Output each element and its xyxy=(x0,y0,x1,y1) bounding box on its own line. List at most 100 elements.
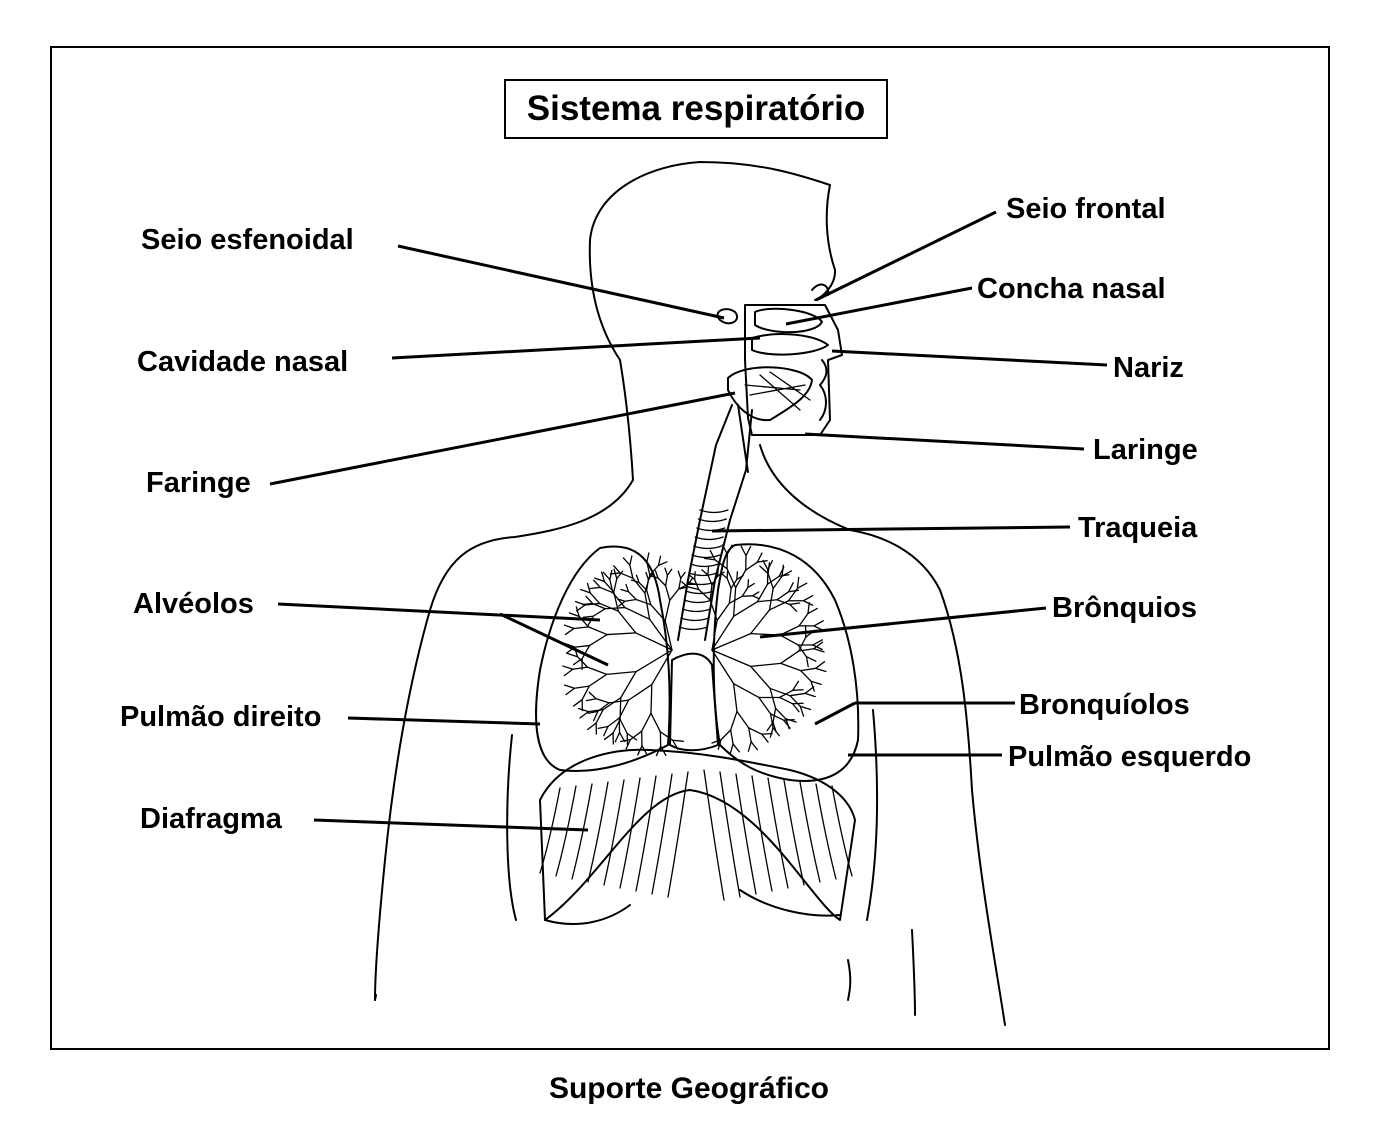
bronchus-branch xyxy=(664,585,671,601)
bronchus-branch xyxy=(717,739,722,750)
bronchus-branch xyxy=(756,599,778,603)
bronchus-branch xyxy=(732,683,760,699)
bronchus-branch xyxy=(597,702,610,713)
bronchus-branch xyxy=(664,574,669,587)
bronchus-branch xyxy=(581,644,591,660)
bronchus-branch xyxy=(697,588,711,601)
bronchus-branch xyxy=(789,602,801,606)
bronchus-branch xyxy=(800,669,812,682)
bronchus-branch xyxy=(579,711,590,719)
bronchus-branch xyxy=(595,708,604,724)
diagram-frame xyxy=(50,46,1330,1050)
trachea-ring xyxy=(680,617,710,622)
bronchus-branch xyxy=(664,620,673,651)
bronchus-branch xyxy=(721,544,728,555)
bronchus-branch xyxy=(750,741,759,751)
bronchus-branch xyxy=(703,557,716,561)
bronchus-branch xyxy=(693,571,696,581)
bronchus-branch xyxy=(810,680,822,686)
leader-bronquios xyxy=(759,606,1047,639)
bronchus-branch xyxy=(616,598,626,602)
bronchus-branch xyxy=(787,587,799,602)
bronchus-branch xyxy=(618,731,626,743)
bronchus-branch xyxy=(645,589,652,606)
bronchus-branch xyxy=(805,656,817,662)
bronchus-branch xyxy=(618,699,630,719)
bronchus-branch xyxy=(730,578,738,589)
bronchus-branch xyxy=(726,569,729,579)
label-diafragma: Diafragma xyxy=(140,803,283,835)
bronchus-branch xyxy=(769,727,774,738)
bronchus-branch xyxy=(664,567,669,576)
bronchus-branch xyxy=(798,612,809,627)
bronchus-branch xyxy=(579,588,591,594)
trachea-ring xyxy=(691,554,721,559)
bronchus-branch xyxy=(769,687,791,697)
bronchus-branch xyxy=(734,569,747,589)
bronchus-branch xyxy=(714,559,728,570)
leader-concha-nasal xyxy=(785,286,973,326)
bronchus-branch xyxy=(620,588,630,593)
bronchus-branch xyxy=(635,649,673,673)
bronchus-branch xyxy=(747,582,755,589)
bronchus-branch xyxy=(654,570,659,579)
leader-lines xyxy=(269,210,1108,832)
bronchus-branch xyxy=(619,718,628,735)
bronchus-branch xyxy=(584,602,601,606)
bronchus-branch xyxy=(592,608,606,617)
bronchus-branch xyxy=(751,595,760,600)
trachea-ring xyxy=(678,626,708,631)
bronchus-branch xyxy=(805,656,809,668)
bronchus-branch xyxy=(647,573,654,581)
diaphragm xyxy=(539,748,856,926)
bronchus-branch xyxy=(711,649,752,668)
label-traqueia: Traqueia xyxy=(1078,512,1198,544)
bronchus-branch xyxy=(774,707,787,720)
bronchus-branch xyxy=(807,601,810,615)
leader-seio-frontal xyxy=(815,210,997,302)
diaphragm-fiber xyxy=(603,779,625,886)
left-lung xyxy=(712,543,860,782)
bronchus-branch xyxy=(750,662,782,668)
bronchus-branch xyxy=(593,579,601,589)
bronchus-branch xyxy=(728,595,743,605)
bronchus-branch xyxy=(711,632,752,651)
bronchus-branch xyxy=(625,739,632,750)
bronchus-branch xyxy=(563,684,576,689)
bronchus-branch xyxy=(761,733,769,743)
bronchus-branch xyxy=(645,571,650,581)
bronchus-branch xyxy=(646,561,651,576)
bronchus-branch xyxy=(602,697,622,711)
bronchus-branch xyxy=(769,713,774,729)
diaphragm-fiber xyxy=(571,783,593,880)
bronchus-branch xyxy=(588,673,608,687)
label-bronquiolos: Bronquíolos xyxy=(1019,689,1190,721)
bronchus-branch xyxy=(741,586,749,597)
leader-pulmao-direito xyxy=(347,716,541,726)
trachea-ring xyxy=(688,572,718,577)
bronchus-branch xyxy=(756,560,768,563)
bronchus-branch xyxy=(598,602,619,612)
bronchus-branch xyxy=(769,713,785,721)
label-bronquios: Brônquios xyxy=(1052,592,1197,624)
bronchus-branch xyxy=(789,603,798,612)
bronchus-branch xyxy=(711,575,719,586)
bronchus-branch xyxy=(677,570,682,579)
bronchus-branch xyxy=(792,689,804,691)
bronchus-branch xyxy=(798,648,815,652)
bronchus-branch xyxy=(804,686,815,695)
bronchus-branch xyxy=(717,567,719,577)
leader-alveolos-2 xyxy=(499,612,609,667)
bronchus-branch xyxy=(792,703,800,713)
bronchus-branch xyxy=(563,624,575,630)
leader-cavidade-nasal xyxy=(391,336,761,360)
bronchus-branch xyxy=(762,559,769,571)
bronchus-branch xyxy=(648,618,673,651)
bronchus-branch xyxy=(650,712,662,733)
bronchus-branch xyxy=(639,554,648,563)
bronchus-branch xyxy=(720,572,728,579)
bronchus-branch xyxy=(748,727,752,743)
bronchus-branch xyxy=(586,722,597,731)
bronchus-branch xyxy=(807,607,818,615)
bronchus-branch xyxy=(799,705,805,717)
